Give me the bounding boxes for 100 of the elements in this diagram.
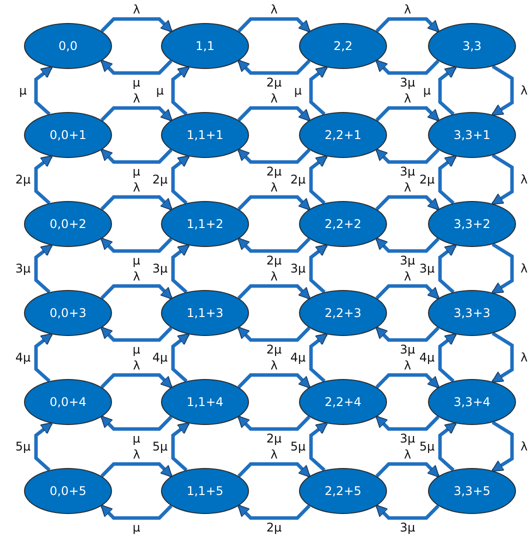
arrow: [375, 462, 440, 478]
arrow: [100, 462, 173, 478]
edge-label: λ: [132, 360, 142, 372]
edge-label: 2μ: [265, 254, 283, 268]
edge-label: 3μ: [418, 262, 436, 276]
state-ellipse: [161, 201, 249, 247]
state-label: 1,1+4: [186, 395, 224, 409]
arrow: [375, 17, 440, 32]
arrow: [237, 504, 311, 520]
edge-label: 3μ: [398, 254, 416, 268]
arrow: [100, 504, 173, 520]
arrow: [237, 17, 311, 32]
edge-label: 2μ: [151, 173, 169, 186]
edge-label: 3μ: [398, 166, 416, 178]
arrow: [438, 332, 457, 382]
edge-label: λ: [519, 173, 529, 186]
arrow: [237, 373, 311, 388]
state-label: 3,3+3: [454, 306, 490, 320]
arrow: [171, 66, 190, 116]
state-label: 2,2+4: [324, 395, 362, 409]
arrow: [309, 244, 328, 294]
edge-label: λ: [132, 270, 142, 284]
state-ellipse: [24, 112, 112, 158]
state-ellipse: [24, 379, 112, 425]
arrow: [100, 106, 173, 122]
state-label: 0,0+3: [50, 306, 86, 320]
state-ellipse: [299, 468, 387, 514]
arrow: [375, 148, 440, 164]
arrow: [100, 60, 173, 75]
edge-label: 5μ: [289, 440, 307, 454]
state-ellipse: [428, 290, 516, 336]
state-ellipse: [161, 379, 249, 425]
edge-label: λ: [269, 448, 279, 462]
arrow: [438, 422, 457, 472]
arrow: [491, 332, 514, 384]
edge-label: 2μ: [265, 76, 283, 90]
state-label: 0,0+2: [50, 217, 86, 231]
edge-label: λ: [269, 360, 279, 372]
edge-label: 3μ: [398, 76, 416, 90]
edge-label: 2μ: [418, 173, 436, 186]
arrow: [309, 332, 328, 382]
arrow: [375, 238, 440, 253]
edge-label: λ: [402, 182, 412, 194]
state-ellipse: [161, 468, 249, 514]
edge-label: 5μ: [151, 440, 169, 454]
state-label: 2,2+2: [324, 217, 362, 231]
state-ellipse: [24, 468, 112, 514]
arrow: [100, 17, 173, 32]
arrow: [237, 148, 311, 164]
state-label: 2,2: [333, 39, 353, 53]
state-ellipse: [24, 23, 112, 69]
edge-label: λ: [132, 182, 142, 194]
state-ellipse: [24, 201, 112, 247]
state-label: 0,0: [58, 39, 78, 53]
state-ellipse: [428, 23, 516, 69]
edge-label: 2μ: [14, 173, 32, 186]
edge-label: 3μ: [398, 522, 416, 534]
arrow: [438, 244, 457, 294]
state-label: 2,2+1: [324, 128, 362, 142]
state-label: 0,0+5: [50, 484, 86, 498]
state-ellipse: [428, 468, 516, 514]
edge-label: 5μ: [418, 440, 436, 454]
arrow: [491, 154, 514, 206]
edge-label: λ: [519, 262, 529, 275]
arrow: [375, 60, 440, 75]
edge-label: λ: [269, 270, 279, 284]
arrow: [100, 238, 173, 253]
state-ellipse: [428, 112, 516, 158]
arrow: [171, 244, 190, 294]
arrow: [34, 154, 53, 204]
state-label: 3,3+2: [454, 217, 490, 231]
state-label: 2,2+3: [324, 306, 362, 320]
edge-label: 2μ: [265, 432, 283, 446]
arrow: [237, 195, 311, 210]
arrow: [438, 66, 457, 116]
arrow: [237, 284, 311, 300]
arrow: [237, 60, 311, 75]
arrow: [100, 284, 173, 300]
arrow: [100, 373, 173, 388]
state-ellipse: [299, 290, 387, 336]
edge-label: 3μ: [289, 262, 307, 276]
edge-label: λ: [519, 351, 529, 364]
edge-label: 5μ: [14, 440, 32, 454]
edge-label: 3μ: [14, 262, 32, 276]
edge-label: 2μ: [265, 344, 283, 356]
state-label: 3,3+4: [454, 395, 490, 409]
arrow: [309, 66, 328, 116]
state-label: 1,1+5: [186, 484, 224, 498]
edge-label: 4μ: [14, 351, 32, 364]
state-ellipse: [299, 23, 387, 69]
edge-label: λ: [269, 92, 279, 106]
edge-label: λ: [269, 182, 279, 194]
arrow: [438, 154, 457, 204]
state-ellipse: [299, 201, 387, 247]
edge-label: 4μ: [289, 351, 307, 364]
arrow: [34, 332, 53, 382]
arrow: [491, 242, 514, 294]
edge-label: 4μ: [151, 351, 169, 364]
state-label: 1,1+3: [186, 306, 224, 320]
edge-label: 3μ: [398, 344, 416, 356]
